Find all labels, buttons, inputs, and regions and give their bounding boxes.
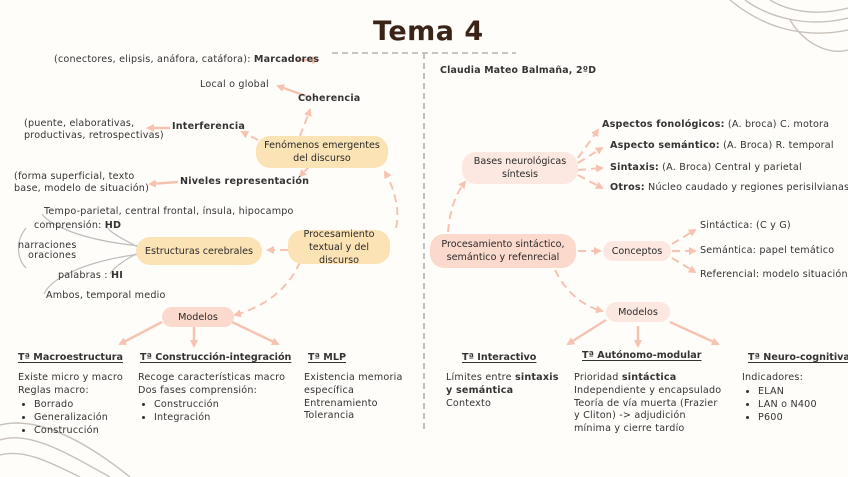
bases-fonologicos: Aspectos fonológicos: (A. broca) C. moto… bbox=[602, 119, 829, 131]
comprension-label: comprensión: bbox=[34, 220, 105, 231]
mlp-line-1: Existencia memoria bbox=[304, 372, 403, 383]
marcadores-label: Marcadores bbox=[253, 54, 320, 65]
autonomo-line-1-bold: sintáctica bbox=[621, 372, 677, 383]
niveles-detail-2: base, modelo de situación) bbox=[14, 183, 150, 194]
author-name: Claudia Mateo Balmaña, 2ºD bbox=[440, 65, 597, 76]
niveles-detail-1: (forma superficial, texto bbox=[14, 171, 135, 182]
node-bases-neurologicas: Bases neurológicas síntesis bbox=[462, 152, 578, 184]
model-neurocognitiva-body: Indicadores: ELAN LAN o N400 P600 bbox=[742, 372, 817, 424]
interactivo-line-1-text: Límites entre bbox=[446, 372, 515, 383]
decorative-swirl-bottom-left bbox=[0, 422, 131, 477]
node-procesamiento-sintactico: Procesamiento sintáctico, semántico y re… bbox=[430, 234, 576, 268]
autonomo-line-2: Independiente y encapsulado bbox=[574, 384, 722, 396]
local-global-text: Local o global bbox=[200, 79, 269, 90]
construccion-item: Construcción bbox=[154, 398, 285, 411]
decorative-swirl-top-right bbox=[729, 0, 848, 52]
interactivo-line-1-bold: sintaxis bbox=[514, 372, 559, 383]
comprension-hd: HD bbox=[104, 220, 122, 231]
node-conceptos: Conceptos bbox=[603, 241, 671, 261]
palabras-label: palabras : bbox=[58, 270, 111, 281]
ambos-text: Ambos, temporal medio bbox=[46, 290, 166, 301]
autonomo-line-5: mínima y cierre tardío bbox=[574, 423, 685, 435]
macro-item: Borrado bbox=[34, 398, 123, 411]
fonologicos-text: (A. broca) C. motora bbox=[724, 119, 830, 130]
node-modelos-right: Modelos bbox=[606, 302, 670, 322]
model-mlp-title: Tª MLP bbox=[308, 352, 346, 363]
construccion-line-2: Dos fases comprensión: bbox=[138, 384, 258, 396]
otros-text: Núcleo caudado y regiones perisilvianas bbox=[644, 182, 848, 193]
autonomo-line-4: y Cliton) -> adjudición bbox=[574, 410, 686, 422]
macro-item: Construcción bbox=[34, 424, 123, 437]
interferencia-detail-1: (puente, elaborativas, bbox=[24, 118, 135, 129]
neuro-item: P600 bbox=[758, 411, 817, 424]
model-autonomo-title: Tª Autónomo-modular bbox=[582, 350, 702, 361]
narraciones-text: narraciones bbox=[18, 240, 77, 251]
comprension-text: comprensión: HD bbox=[34, 220, 121, 232]
concepto-referencial: Referencial: modelo situación bbox=[700, 269, 848, 280]
semantico-text: (A. Broca) R. temporal bbox=[719, 140, 834, 151]
bases-otros: Otros: Núcleo caudado y regiones perisil… bbox=[610, 182, 848, 194]
model-interactivo-title: Tª Interactivo bbox=[462, 352, 537, 363]
node-procesamiento-textual: Procesamiento textual y del discurso bbox=[288, 229, 390, 266]
interferencia-detail: (puente, elaborativas, productivas, retr… bbox=[24, 118, 164, 142]
model-construccion-body: Recoge características macro Dos fases c… bbox=[138, 372, 285, 424]
macro-item: Generalización bbox=[34, 411, 123, 424]
node-modelos-left: Modelos bbox=[162, 307, 234, 327]
model-mlp-body: Existencia memoria específica Entrenamie… bbox=[304, 372, 403, 423]
tempo-text: Tempo-parietal, central frontal, ínsula,… bbox=[44, 206, 294, 217]
palabras-hi: HI bbox=[110, 270, 123, 281]
concepto-semantica: Semántica: papel temático bbox=[700, 245, 835, 256]
model-autonomo-body: Prioridad sintáctica Independiente y enc… bbox=[574, 372, 721, 436]
page-title: Tema 4 bbox=[373, 16, 484, 47]
construccion-item: Integración bbox=[154, 411, 285, 424]
mlp-line-2: específica bbox=[304, 384, 355, 396]
marcadores-text: (conectores, elipsis, anáfora, catáfora)… bbox=[54, 54, 319, 66]
marcadores-detail: (conectores, elipsis, anáfora, catáfora)… bbox=[54, 54, 254, 65]
niveles-detail: (forma superficial, texto base, modelo d… bbox=[14, 171, 149, 195]
divider bbox=[332, 52, 516, 432]
semantico-label: Aspecto semántico: bbox=[610, 140, 720, 151]
interactivo-line-1: Límites entre sintaxis bbox=[446, 372, 559, 385]
model-construccion-title: Tª Construcción-integración bbox=[140, 352, 292, 363]
autonomo-line-3: Teoría de vía muerta (Frazier bbox=[574, 397, 718, 409]
interactivo-line-2: y semántica bbox=[446, 384, 514, 396]
sintaxis-label: Sintaxis: bbox=[610, 162, 659, 173]
bases-semantico: Aspecto semántico: (A. Broca) R. tempora… bbox=[610, 140, 834, 152]
bases-sintaxis: Sintaxis: (A. Broca) Central y parietal bbox=[610, 162, 802, 174]
otros-label: Otros: bbox=[610, 182, 645, 193]
mlp-line-3: Entrenamiento bbox=[304, 397, 378, 409]
niveles-label: Niveles representación bbox=[180, 176, 310, 187]
macro-line-2: Reglas macro: bbox=[18, 384, 89, 396]
autonomo-line-1-text: Prioridad bbox=[574, 372, 622, 383]
node-fenomenos-emergentes: Fenómenos emergentes del discurso bbox=[256, 136, 388, 168]
model-neurocognitiva-title: Tª Neuro-cognitiva bbox=[748, 352, 848, 363]
neuro-item: LAN o N400 bbox=[758, 398, 817, 411]
oraciones-text: oraciones bbox=[28, 250, 77, 261]
neuro-item: ELAN bbox=[758, 385, 817, 398]
interferencia-detail-2: productivas, retrospectivas) bbox=[24, 130, 164, 141]
palabras-text: palabras : HI bbox=[58, 270, 123, 282]
construccion-line-1: Recoge características macro bbox=[138, 372, 286, 383]
concepto-sintactica: Sintáctica: (C y G) bbox=[700, 220, 791, 231]
mlp-line-4: Tolerancia bbox=[304, 410, 355, 422]
interferencia-label: Interferencia bbox=[172, 121, 246, 132]
model-macroestructura-title: Tª Macroestructura bbox=[18, 352, 123, 363]
model-macroestructura-body: Existe micro y macro Reglas macro: Borra… bbox=[18, 372, 123, 437]
node-estructuras-cerebrales: Estructuras cerebrales bbox=[136, 237, 262, 265]
fonologicos-label: Aspectos fonológicos: bbox=[602, 119, 725, 130]
neuro-line-1: Indicadores: bbox=[742, 372, 804, 383]
macro-line-1: Existe micro y macro bbox=[18, 372, 123, 383]
sintaxis-text: (A. Broca) Central y parietal bbox=[658, 162, 802, 173]
autonomo-line-1: Prioridad sintáctica bbox=[574, 372, 721, 385]
interactivo-line-3: Contexto bbox=[446, 397, 492, 409]
coherencia-label: Coherencia bbox=[298, 93, 361, 104]
model-interactivo-body: Límites entre sintaxis y semántica Conte… bbox=[446, 372, 559, 410]
